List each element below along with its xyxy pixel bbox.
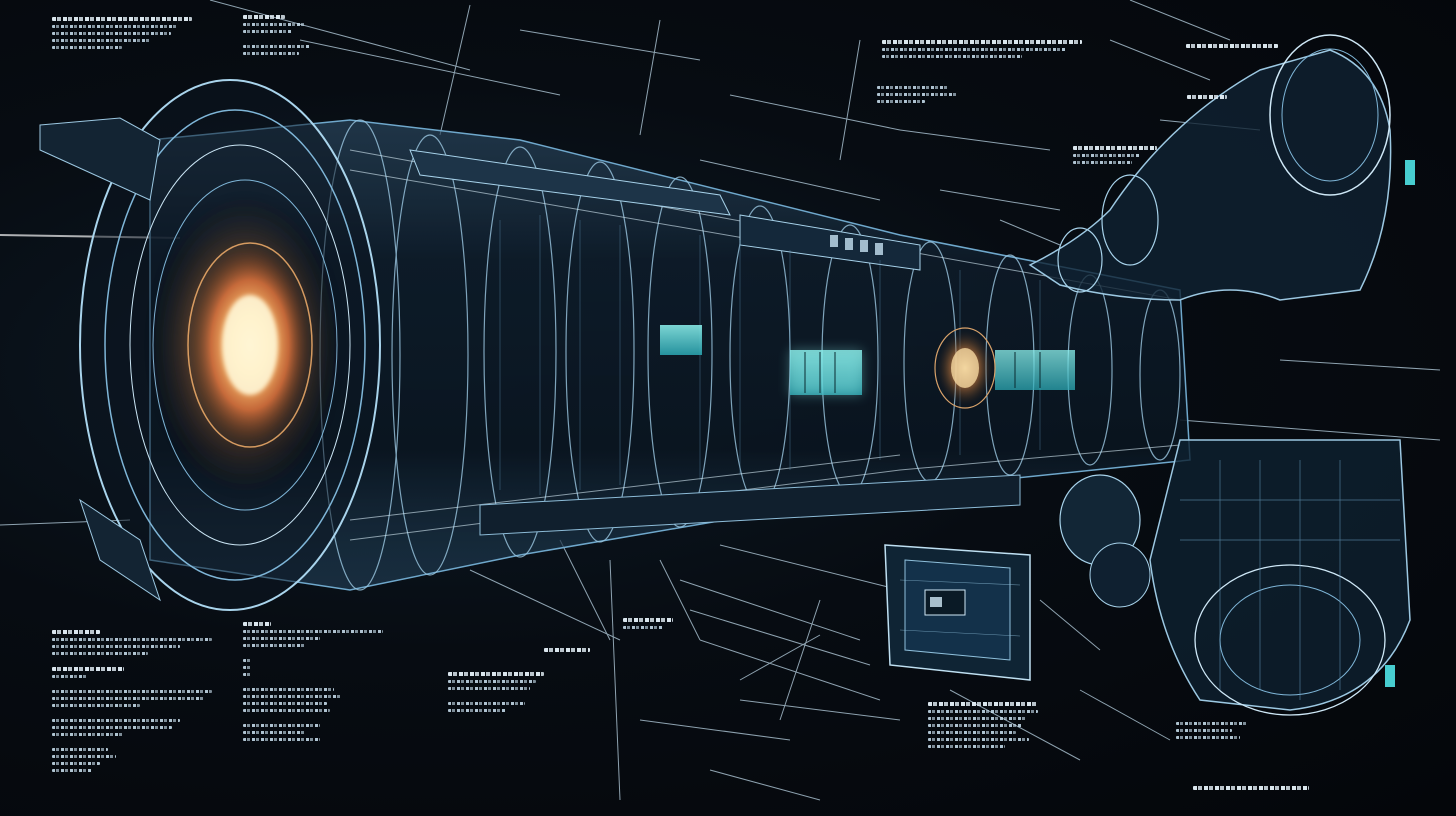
annotation-block-right-2 — [1073, 146, 1157, 168]
glowing-core-icon — [150, 195, 340, 495]
annotation-block-bottom-right — [1176, 722, 1256, 743]
annotation-block-bottom-center — [448, 672, 544, 716]
annotation-block-right-1 — [1187, 95, 1227, 103]
annotation-block-top-left — [52, 17, 192, 53]
annotation-block-mid-center — [877, 86, 957, 107]
annotation-block-top-right — [1186, 44, 1278, 52]
pipe-elbow-icon — [1028, 34, 1415, 687]
annotation-block-top — [243, 15, 313, 59]
annotation-block-bottom-center-left — [243, 622, 383, 745]
annotation-block-bottom-right-center — [928, 702, 1038, 752]
annotation-block-bottom-left — [52, 630, 212, 776]
annotation-block-label-1 — [544, 648, 590, 656]
lower-assembly — [1059, 439, 1411, 716]
annotation-block-label-2 — [623, 618, 673, 633]
annotation-block-top-center — [882, 40, 1082, 62]
control-box-icon — [884, 544, 1031, 681]
cyan-module-icon — [660, 325, 1075, 395]
annotation-block-footer — [1193, 786, 1309, 794]
rear-core — [934, 327, 996, 409]
